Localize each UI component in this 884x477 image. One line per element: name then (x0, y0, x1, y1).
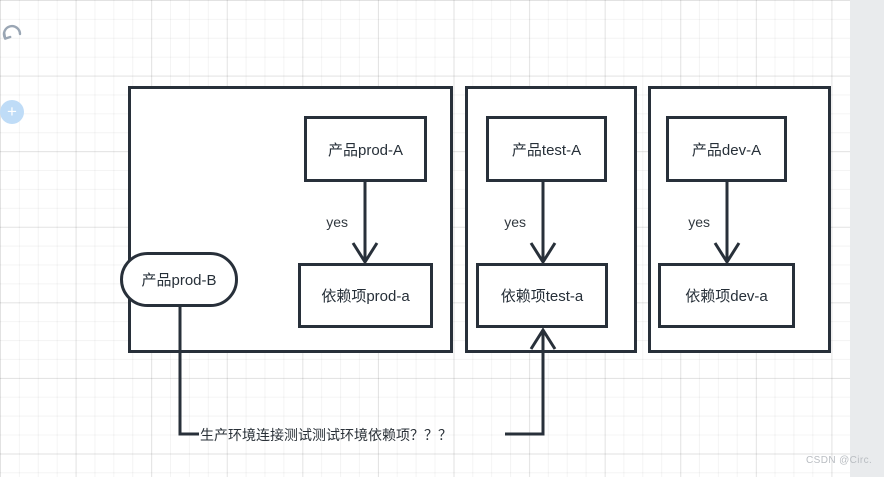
edge-label-prod-yes: yes (326, 214, 348, 230)
watermark-text: CSDN @Circ. (806, 455, 873, 466)
node-product-prod-a (304, 116, 427, 182)
edge-prodb-to-test-dep (178, 305, 199, 436)
node-dependency-test-a (476, 263, 608, 328)
plus-icon: + (7, 101, 17, 121)
redo-arrow-icon[interactable] (2, 22, 24, 44)
node-product-dev-a (666, 116, 787, 182)
edge-prodb-to-test-dep-right (505, 330, 545, 436)
edge-label-dev-yes: yes (688, 214, 710, 230)
node-dependency-dev-a (658, 263, 795, 328)
node-product-prod-b (120, 252, 238, 307)
node-product-test-a (486, 116, 607, 182)
edge-test-arrowhead (529, 242, 557, 265)
edge-prod-arrowhead (351, 242, 379, 265)
edge-label-cross-environment: 生产环境连接测试测试环境依赖项？？？ (200, 427, 452, 443)
right-gutter-panel (850, 0, 884, 477)
edge-label-test-yes: yes (504, 214, 526, 230)
add-node-button[interactable]: + (0, 100, 24, 124)
edge-cross-arrowhead (529, 327, 557, 350)
node-dependency-prod-a (298, 263, 433, 328)
edge-dev-arrowhead (713, 242, 741, 265)
